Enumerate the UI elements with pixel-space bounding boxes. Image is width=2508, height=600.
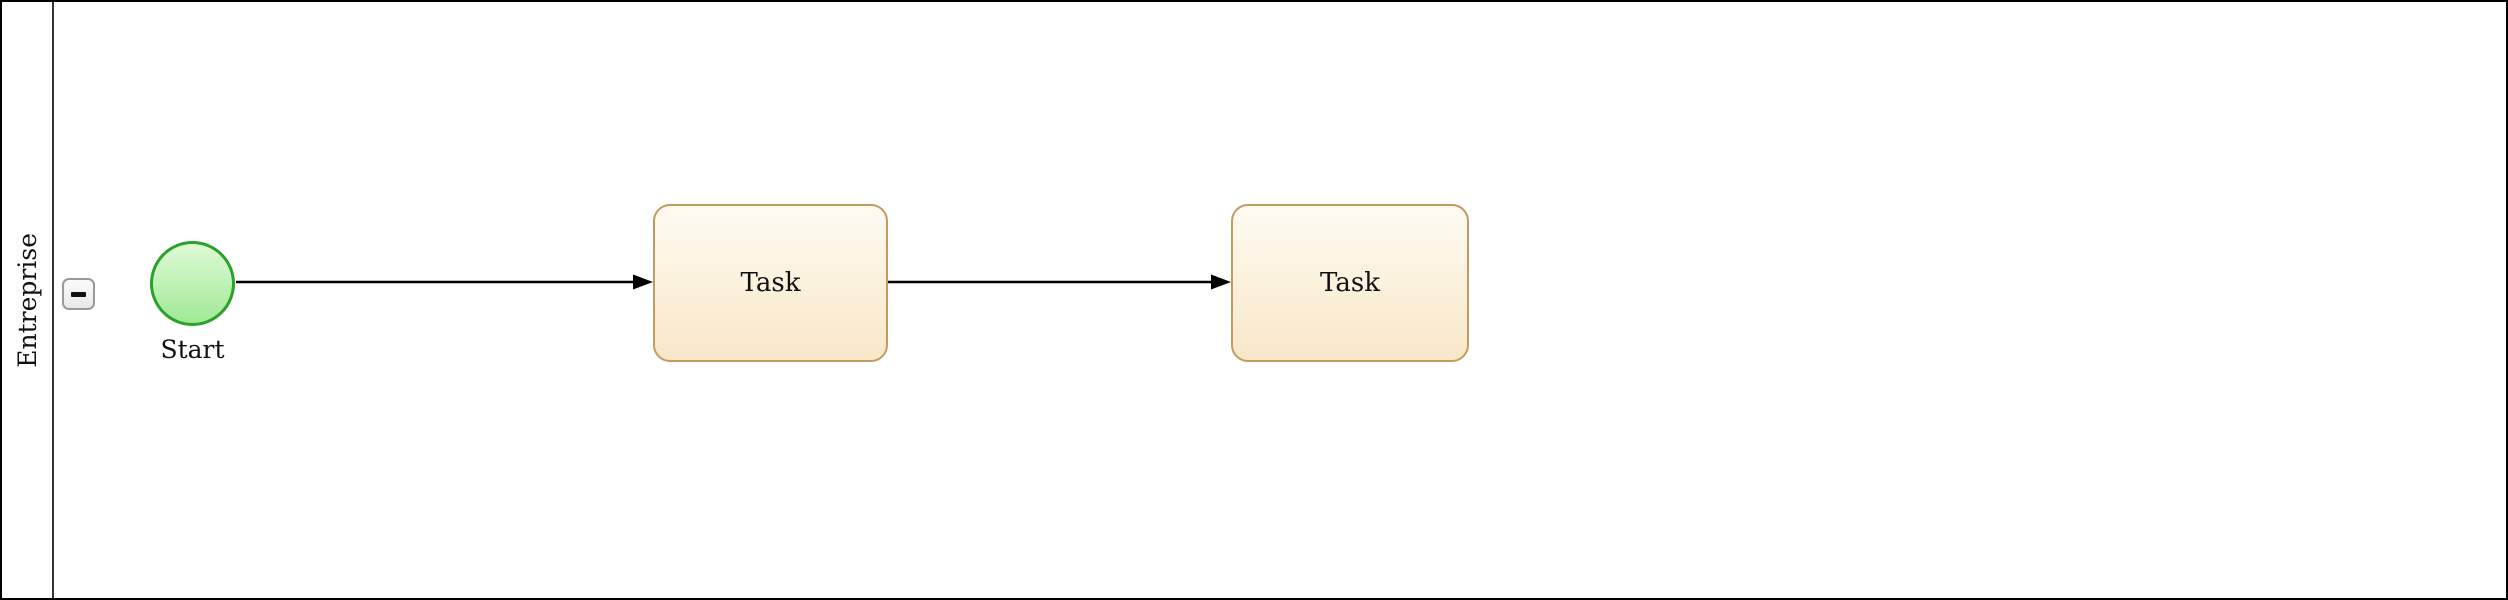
start-event-node[interactable] [150, 241, 235, 326]
collapse-lane-button[interactable] [62, 278, 95, 310]
start-event-label: Start [160, 335, 225, 364]
lane-label: Entreprise [12, 232, 42, 368]
task-2-label: Task [1320, 268, 1380, 298]
lane-header-entreprise[interactable]: Entreprise [2, 2, 54, 598]
sequence-flow-task1-to-task2[interactable] [888, 274, 1231, 290]
sequence-flow-start-to-task1[interactable] [236, 274, 653, 290]
task-1-label: Task [740, 268, 801, 298]
task-node-1[interactable]: Task [653, 204, 888, 362]
minus-icon [71, 291, 86, 297]
task-node-2[interactable]: Task [1231, 204, 1469, 362]
